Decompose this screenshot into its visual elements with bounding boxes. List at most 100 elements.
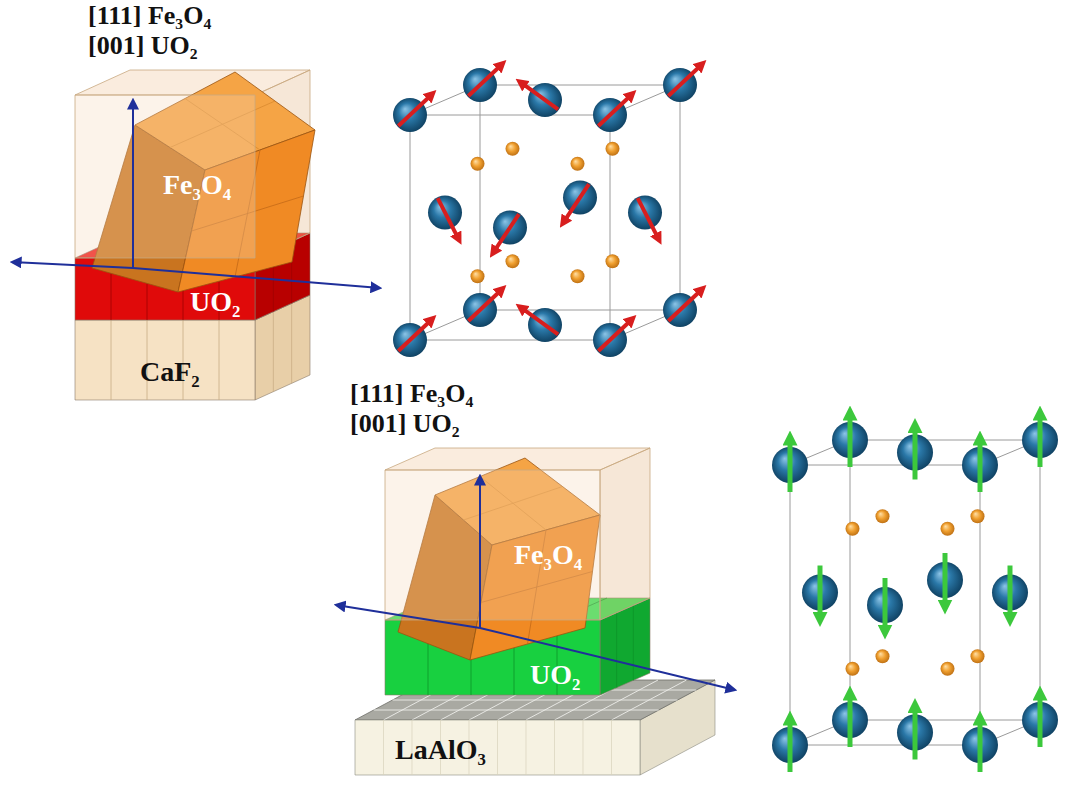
layer-name: CaF₂ xyxy=(140,358,200,386)
layer-label: UO₂ xyxy=(526,659,584,691)
spin-arrow xyxy=(788,438,793,492)
oxygen-atom xyxy=(971,649,985,663)
orientation-label: [111] Fe₃O₄ xyxy=(350,380,473,409)
axis-arrow xyxy=(479,476,481,628)
spin-arrow xyxy=(1008,566,1013,620)
spin-arrow xyxy=(883,578,888,632)
spin-arrow xyxy=(468,289,501,321)
cell-edge xyxy=(980,465,981,745)
uo2-3k-structure xyxy=(393,64,702,357)
film-box-front xyxy=(75,95,255,258)
oxygen-atom xyxy=(876,649,890,663)
spin-arrow xyxy=(668,64,701,96)
spin-arrow xyxy=(978,438,983,492)
cell-edge xyxy=(680,85,681,310)
axis-arrow xyxy=(480,628,735,690)
plate-grid xyxy=(611,720,612,775)
layer-name: UO₂ xyxy=(190,288,240,316)
oxygen-atom xyxy=(571,157,585,171)
oxygen-atom xyxy=(971,509,985,523)
plate-front xyxy=(355,720,640,775)
plate-grid xyxy=(554,720,555,775)
substrate-slab-grid xyxy=(111,320,112,400)
plate-grid xyxy=(374,710,659,711)
oxygen-atom xyxy=(606,142,620,156)
plate-grid xyxy=(583,720,584,775)
cell-edge xyxy=(850,720,1040,721)
axis-arrow xyxy=(133,268,380,288)
cell-edge xyxy=(480,310,680,311)
oxygen-atom xyxy=(846,662,860,676)
oxygen-atom xyxy=(506,254,520,268)
layer-name: LaAlO₃ xyxy=(395,736,486,764)
substrate-slab-grid xyxy=(291,303,292,383)
layer-label: Fe₃O₄ xyxy=(510,539,586,571)
substrate-slab-grid xyxy=(273,312,274,392)
cell-edge xyxy=(790,745,980,746)
spin-arrow xyxy=(563,184,589,222)
film-box-side xyxy=(600,448,650,620)
layer-name: Fe₃O₄ xyxy=(163,171,231,199)
spin-arrow xyxy=(521,307,558,334)
cell-edge xyxy=(790,465,980,466)
spin-arrow xyxy=(943,553,948,607)
spin-arrow xyxy=(468,64,501,96)
cell-edge xyxy=(410,340,610,341)
orientation-label: [001] UO₂ xyxy=(88,32,198,61)
spin-arrow xyxy=(913,426,918,480)
substrate-slab-front xyxy=(75,320,255,400)
axis-arrow xyxy=(12,262,133,268)
orientation-label: [111] Fe₃O₄ xyxy=(88,2,211,31)
spin-arrow xyxy=(913,706,918,760)
oxygen-atom xyxy=(471,269,485,283)
orientation-label: [001] UO₂ xyxy=(350,410,460,439)
spin-arrow xyxy=(598,94,631,126)
cell-edge xyxy=(850,440,1040,441)
plate-grid xyxy=(526,720,527,775)
cell-edge xyxy=(480,85,680,86)
cell-edge xyxy=(410,115,610,116)
spin-arrow xyxy=(398,94,431,126)
layer-label: CaF₂ xyxy=(136,356,204,388)
layer-label: UO₂ xyxy=(186,286,244,318)
oxygen-atom xyxy=(846,522,860,536)
uo2-layer-grid xyxy=(616,613,617,688)
film-box-front xyxy=(385,470,600,620)
layer-name: Fe₃O₄ xyxy=(514,541,582,569)
axis-arrow xyxy=(132,100,134,268)
plate-grid xyxy=(383,720,384,775)
cell-edge xyxy=(410,115,411,340)
spin-arrow xyxy=(438,198,459,239)
oxygen-atom xyxy=(941,662,955,676)
spin-arrow xyxy=(848,693,853,747)
spin-arrow xyxy=(978,718,983,772)
spin-arrow xyxy=(818,566,823,620)
plate-grid xyxy=(497,720,498,775)
spin-arrow xyxy=(493,214,519,252)
uo2-layer-grid xyxy=(633,605,634,680)
uo2-1k-structure xyxy=(772,413,1058,772)
cell-edge xyxy=(850,440,851,720)
spin-arrow xyxy=(598,319,631,351)
spin-arrow xyxy=(638,198,659,239)
layer-label: Fe₃O₄ xyxy=(159,169,235,201)
oxygen-atom xyxy=(876,509,890,523)
substrate-slab-grid xyxy=(219,320,220,400)
oxygen-atom xyxy=(506,142,520,156)
plate-grid xyxy=(393,700,678,701)
oxygen-atom xyxy=(941,522,955,536)
oxygen-atom xyxy=(571,269,585,283)
cell-edge xyxy=(1040,440,1041,720)
layer-name: UO₂ xyxy=(530,661,580,689)
spin-arrow xyxy=(398,319,431,351)
spin-arrow xyxy=(788,718,793,772)
spin-arrow xyxy=(1038,413,1043,467)
cell-edge xyxy=(790,465,791,745)
axis-arrow xyxy=(336,605,480,628)
spin-arrow xyxy=(848,413,853,467)
oxygen-atom xyxy=(606,254,620,268)
spin-arrow xyxy=(668,289,701,321)
layer-label: LaAlO₃ xyxy=(391,734,490,766)
spin-arrow xyxy=(521,82,558,109)
spin-arrow xyxy=(1038,693,1043,747)
